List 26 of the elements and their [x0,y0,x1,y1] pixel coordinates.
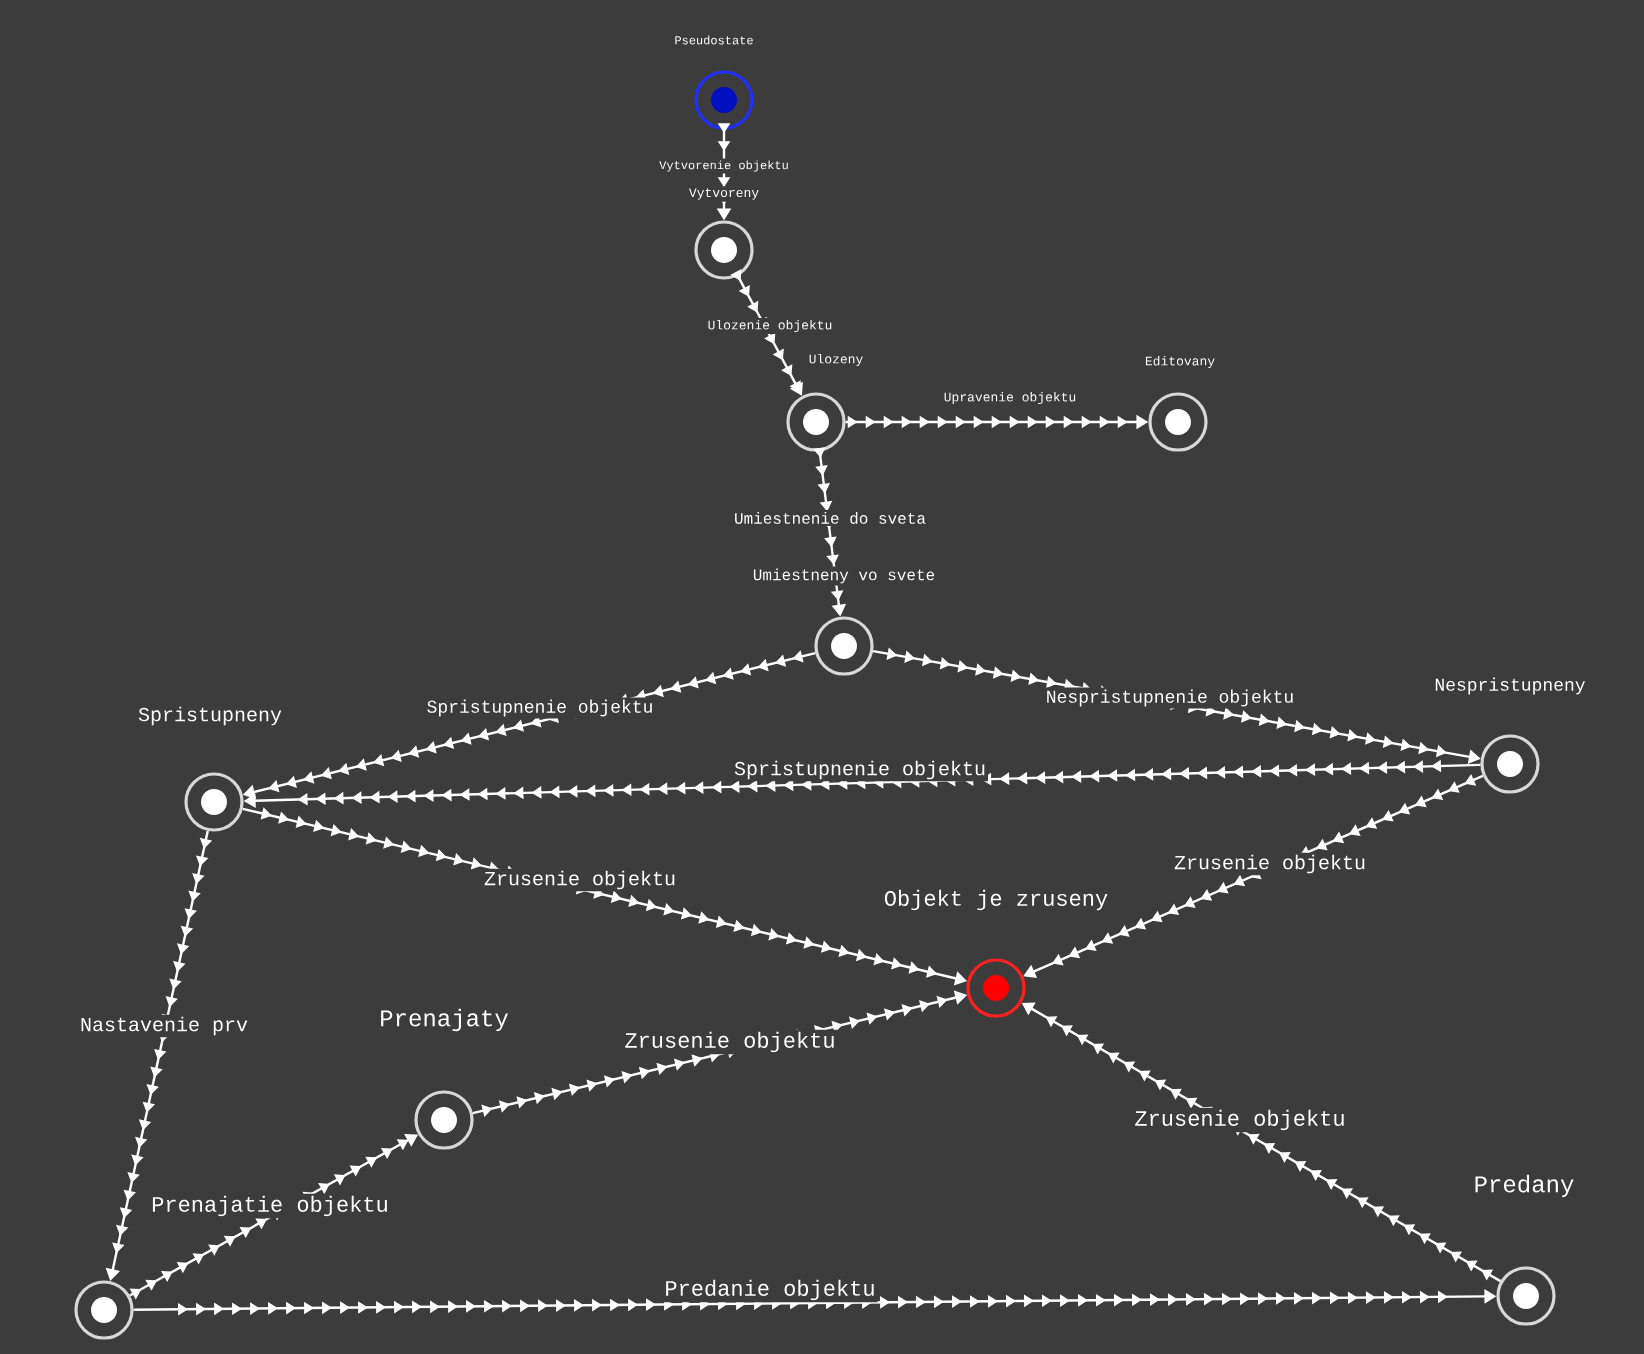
state-name: Objekt je zruseny [881,887,1111,913]
edge-label: Nespristupnenie objektu [1043,687,1297,709]
edge-label: Zrusenie objektu [1132,1107,1348,1133]
state-circle [966,958,1026,1018]
state-name: Prenajaty [377,1006,511,1034]
state-circle [184,772,244,832]
edge-label: Nastavenie prv [78,1014,251,1038]
state-name: Spristupneny [136,704,285,728]
state-circle [694,220,754,280]
edge-label: Zrusenie objektu [482,868,679,892]
edge-label: Zrusenie objektu [622,1029,838,1055]
state-circle [1480,734,1540,794]
edge-label: Zrusenie objektu [1172,852,1368,876]
state-circle [1148,392,1208,452]
state-name: Predany [1471,1172,1577,1200]
edge-label: Predanie objektu [662,1277,878,1303]
state-circle [1496,1266,1556,1326]
edge-label: Spristupnenie objektu [732,758,989,782]
state-circle [814,616,874,676]
edge-label: Umiestnenie do sveta [732,510,929,526]
state-name: Nespristupneny [1432,675,1588,697]
state-circle [786,392,846,452]
state-circle [74,1280,134,1340]
state-circle [414,1090,474,1150]
edge-label: Prenajatie objektu [149,1193,391,1219]
state-circle [694,70,754,130]
